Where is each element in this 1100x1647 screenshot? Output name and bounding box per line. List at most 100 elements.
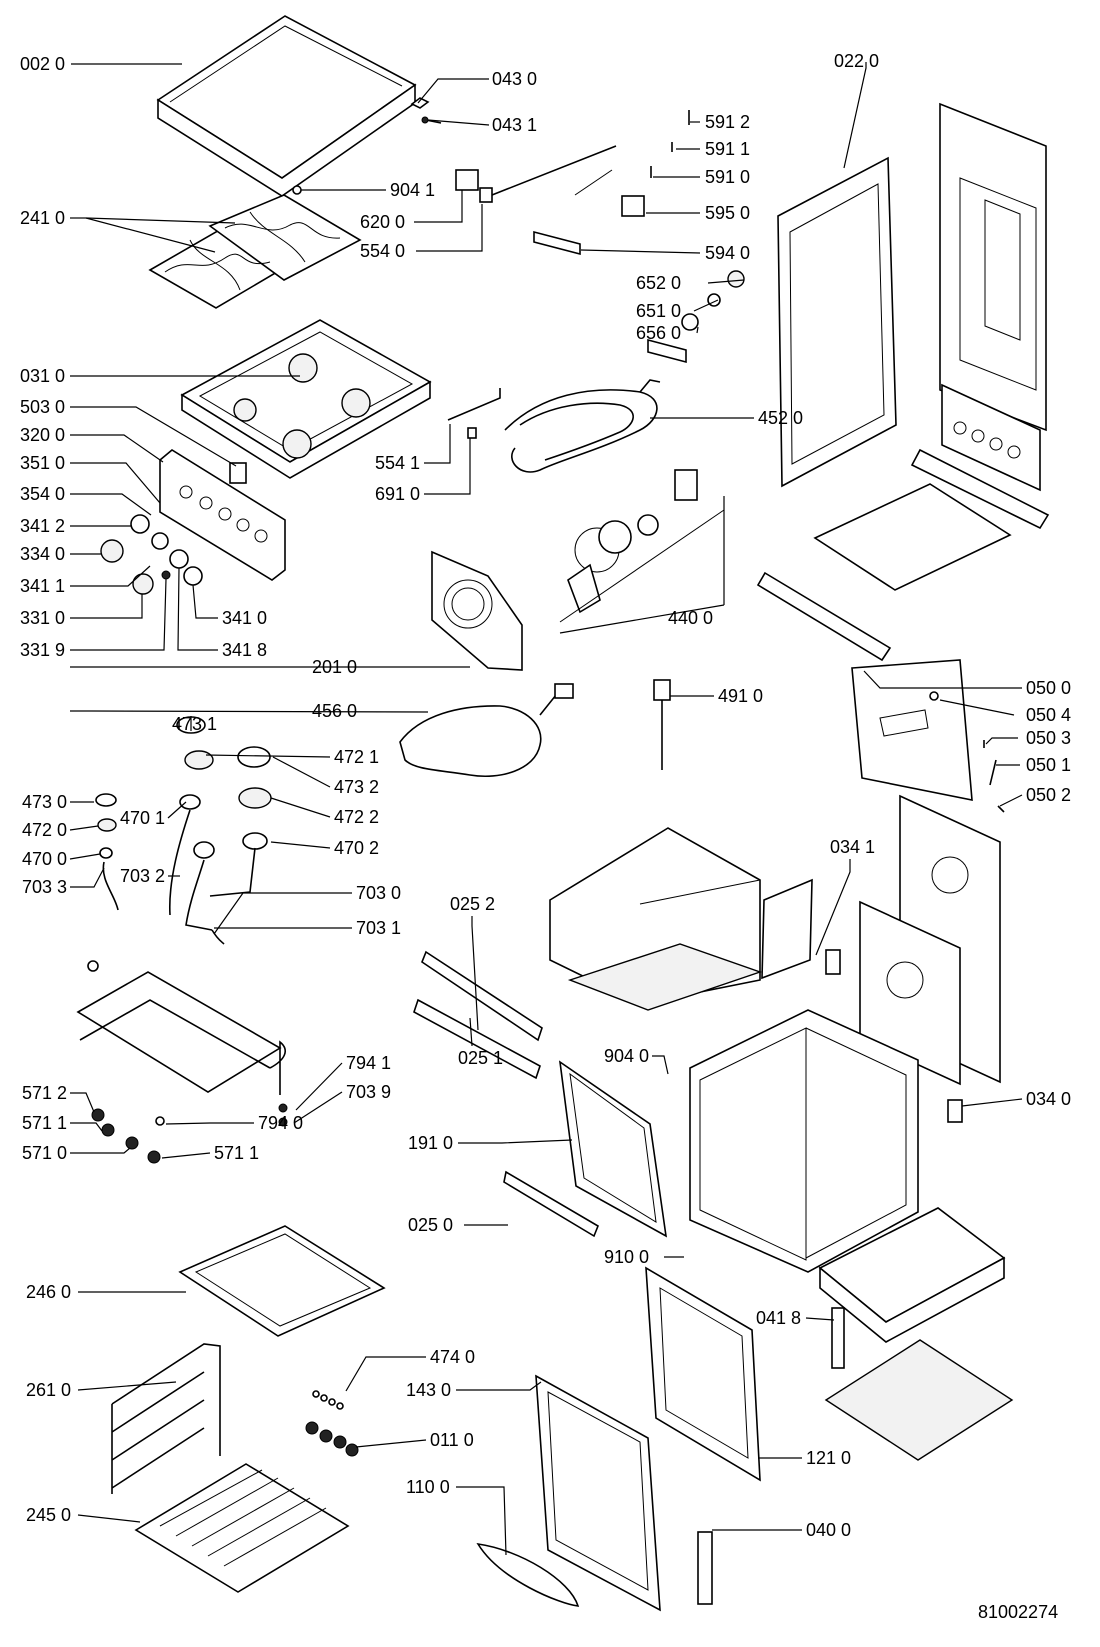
label-4520: 452 0 xyxy=(758,408,803,428)
label-4731: 473 1 xyxy=(172,714,217,734)
part-baking-tray xyxy=(178,1225,386,1337)
label-5711b: 571 1 xyxy=(214,1143,259,1163)
label-7940: 794 0 xyxy=(258,1113,303,1133)
part-fixings-knobs xyxy=(305,1390,359,1457)
part-door-seal xyxy=(503,1060,668,1238)
part-oven-insulation xyxy=(549,827,763,1011)
label-2410: 241 0 xyxy=(20,208,65,228)
label-3510: 351 0 xyxy=(20,453,65,473)
part-side-rails xyxy=(111,1343,221,1494)
part-oven-cavity xyxy=(689,1009,919,1273)
label-7030: 703 0 xyxy=(356,883,401,903)
part-side-panel xyxy=(777,156,897,488)
label-5711a: 571 1 xyxy=(22,1113,67,1133)
label-4732: 473 2 xyxy=(334,777,379,797)
label-0502: 050 2 xyxy=(1026,785,1071,805)
label-5911: 591 1 xyxy=(705,139,750,159)
label-4721: 472 1 xyxy=(334,747,379,767)
label-2610: 261 0 xyxy=(26,1380,71,1400)
label-2450: 245 0 xyxy=(26,1505,71,1525)
callout-labels: 002 0 043 0 043 1 022 0 591 2 591 1 591 … xyxy=(20,51,1071,1622)
label-0341: 034 1 xyxy=(830,837,875,857)
label-0310: 031 0 xyxy=(20,366,65,386)
label-5912: 591 2 xyxy=(705,112,750,132)
label-6910: 691 0 xyxy=(375,484,420,504)
leader-lines xyxy=(69,62,1023,1556)
part-shelf-runners xyxy=(413,950,543,1080)
part-rear-fan-cover xyxy=(431,550,523,671)
part-storage-drawer xyxy=(818,1207,1006,1343)
label-0252: 025 2 xyxy=(450,894,495,914)
part-door-handle xyxy=(476,1542,580,1607)
part-drawer-liner xyxy=(824,1339,1014,1461)
label-0430: 043 0 xyxy=(492,69,537,89)
label-0400: 040 0 xyxy=(806,1520,851,1540)
label-5030: 503 0 xyxy=(20,397,65,417)
label-3200: 320 0 xyxy=(20,425,65,445)
label-0250: 025 0 xyxy=(408,1215,453,1235)
label-4910: 491 0 xyxy=(718,686,763,706)
part-sensor-6910 xyxy=(467,427,477,439)
label-4740: 474 0 xyxy=(430,1347,475,1367)
label-3410: 341 0 xyxy=(222,608,267,628)
label-0500: 050 0 xyxy=(1026,678,1071,698)
part-knobs-group xyxy=(100,514,203,595)
label-0501: 050 1 xyxy=(1026,755,1071,775)
label-7032: 703 2 xyxy=(120,866,165,886)
part-control-fascia xyxy=(851,659,1005,813)
part-hinge-0400 xyxy=(697,1531,713,1605)
label-9041: 904 1 xyxy=(390,180,435,200)
label-5950: 595 0 xyxy=(705,203,750,223)
label-5540: 554 0 xyxy=(360,241,405,261)
label-3411: 341 1 xyxy=(20,576,65,596)
part-insulation-panels xyxy=(859,794,1001,1086)
label-4400: 440 0 xyxy=(668,608,713,628)
label-0431: 043 1 xyxy=(492,115,537,135)
part-top-heating-element xyxy=(504,379,661,473)
label-3340: 334 0 xyxy=(20,544,65,564)
label-1430: 143 0 xyxy=(406,1380,451,1400)
part-rear-bracket xyxy=(941,383,1041,492)
label-7033: 703 3 xyxy=(22,877,67,897)
label-5910: 591 0 xyxy=(705,167,750,187)
label-0020: 002 0 xyxy=(20,54,65,74)
label-3418: 341 8 xyxy=(222,640,267,660)
label-4702: 470 2 xyxy=(334,838,379,858)
label-1910: 191 0 xyxy=(408,1133,453,1153)
label-0251: 025 1 xyxy=(458,1048,503,1068)
label-0110: 011 0 xyxy=(430,1430,474,1450)
part-burners xyxy=(95,716,272,945)
label-2010: 201 0 xyxy=(312,657,357,677)
label-2460: 246 0 xyxy=(26,1282,71,1302)
label-6510: 651 0 xyxy=(636,301,681,321)
part-lamp-socket xyxy=(653,679,671,770)
part-fan-motor xyxy=(559,469,725,623)
part-inner-door-frame xyxy=(645,1266,761,1482)
part-gas-manifold xyxy=(76,960,288,1164)
label-4722: 472 2 xyxy=(334,807,379,827)
label-0340: 034 0 xyxy=(1026,1089,1071,1109)
label-3540: 354 0 xyxy=(20,484,65,504)
label-4720: 472 0 xyxy=(22,820,67,840)
part-rear-panel xyxy=(939,102,1047,432)
label-0504: 050 4 xyxy=(1026,705,1071,725)
label-4700: 470 0 xyxy=(22,849,67,869)
part-lid-hinge xyxy=(410,97,442,124)
part-pan-supports xyxy=(148,194,362,309)
label-1100: 110 0 xyxy=(406,1477,450,1497)
label-6200: 620 0 xyxy=(360,212,405,232)
part-clip-bracket xyxy=(761,878,963,1123)
label-3412: 341 2 xyxy=(20,516,65,536)
label-6560: 656 0 xyxy=(636,323,681,343)
part-circular-element xyxy=(399,683,574,777)
label-4560: 456 0 xyxy=(312,701,357,721)
label-4730: 473 0 xyxy=(22,792,67,812)
document-id: 81002274 xyxy=(978,1602,1058,1622)
part-base-plate xyxy=(756,448,1050,662)
part-switch-5030 xyxy=(229,462,247,484)
part-hinge-0418 xyxy=(831,1307,845,1369)
label-3319: 331 9 xyxy=(20,640,65,660)
label-6520: 652 0 xyxy=(636,273,681,293)
label-5940: 594 0 xyxy=(705,243,750,263)
